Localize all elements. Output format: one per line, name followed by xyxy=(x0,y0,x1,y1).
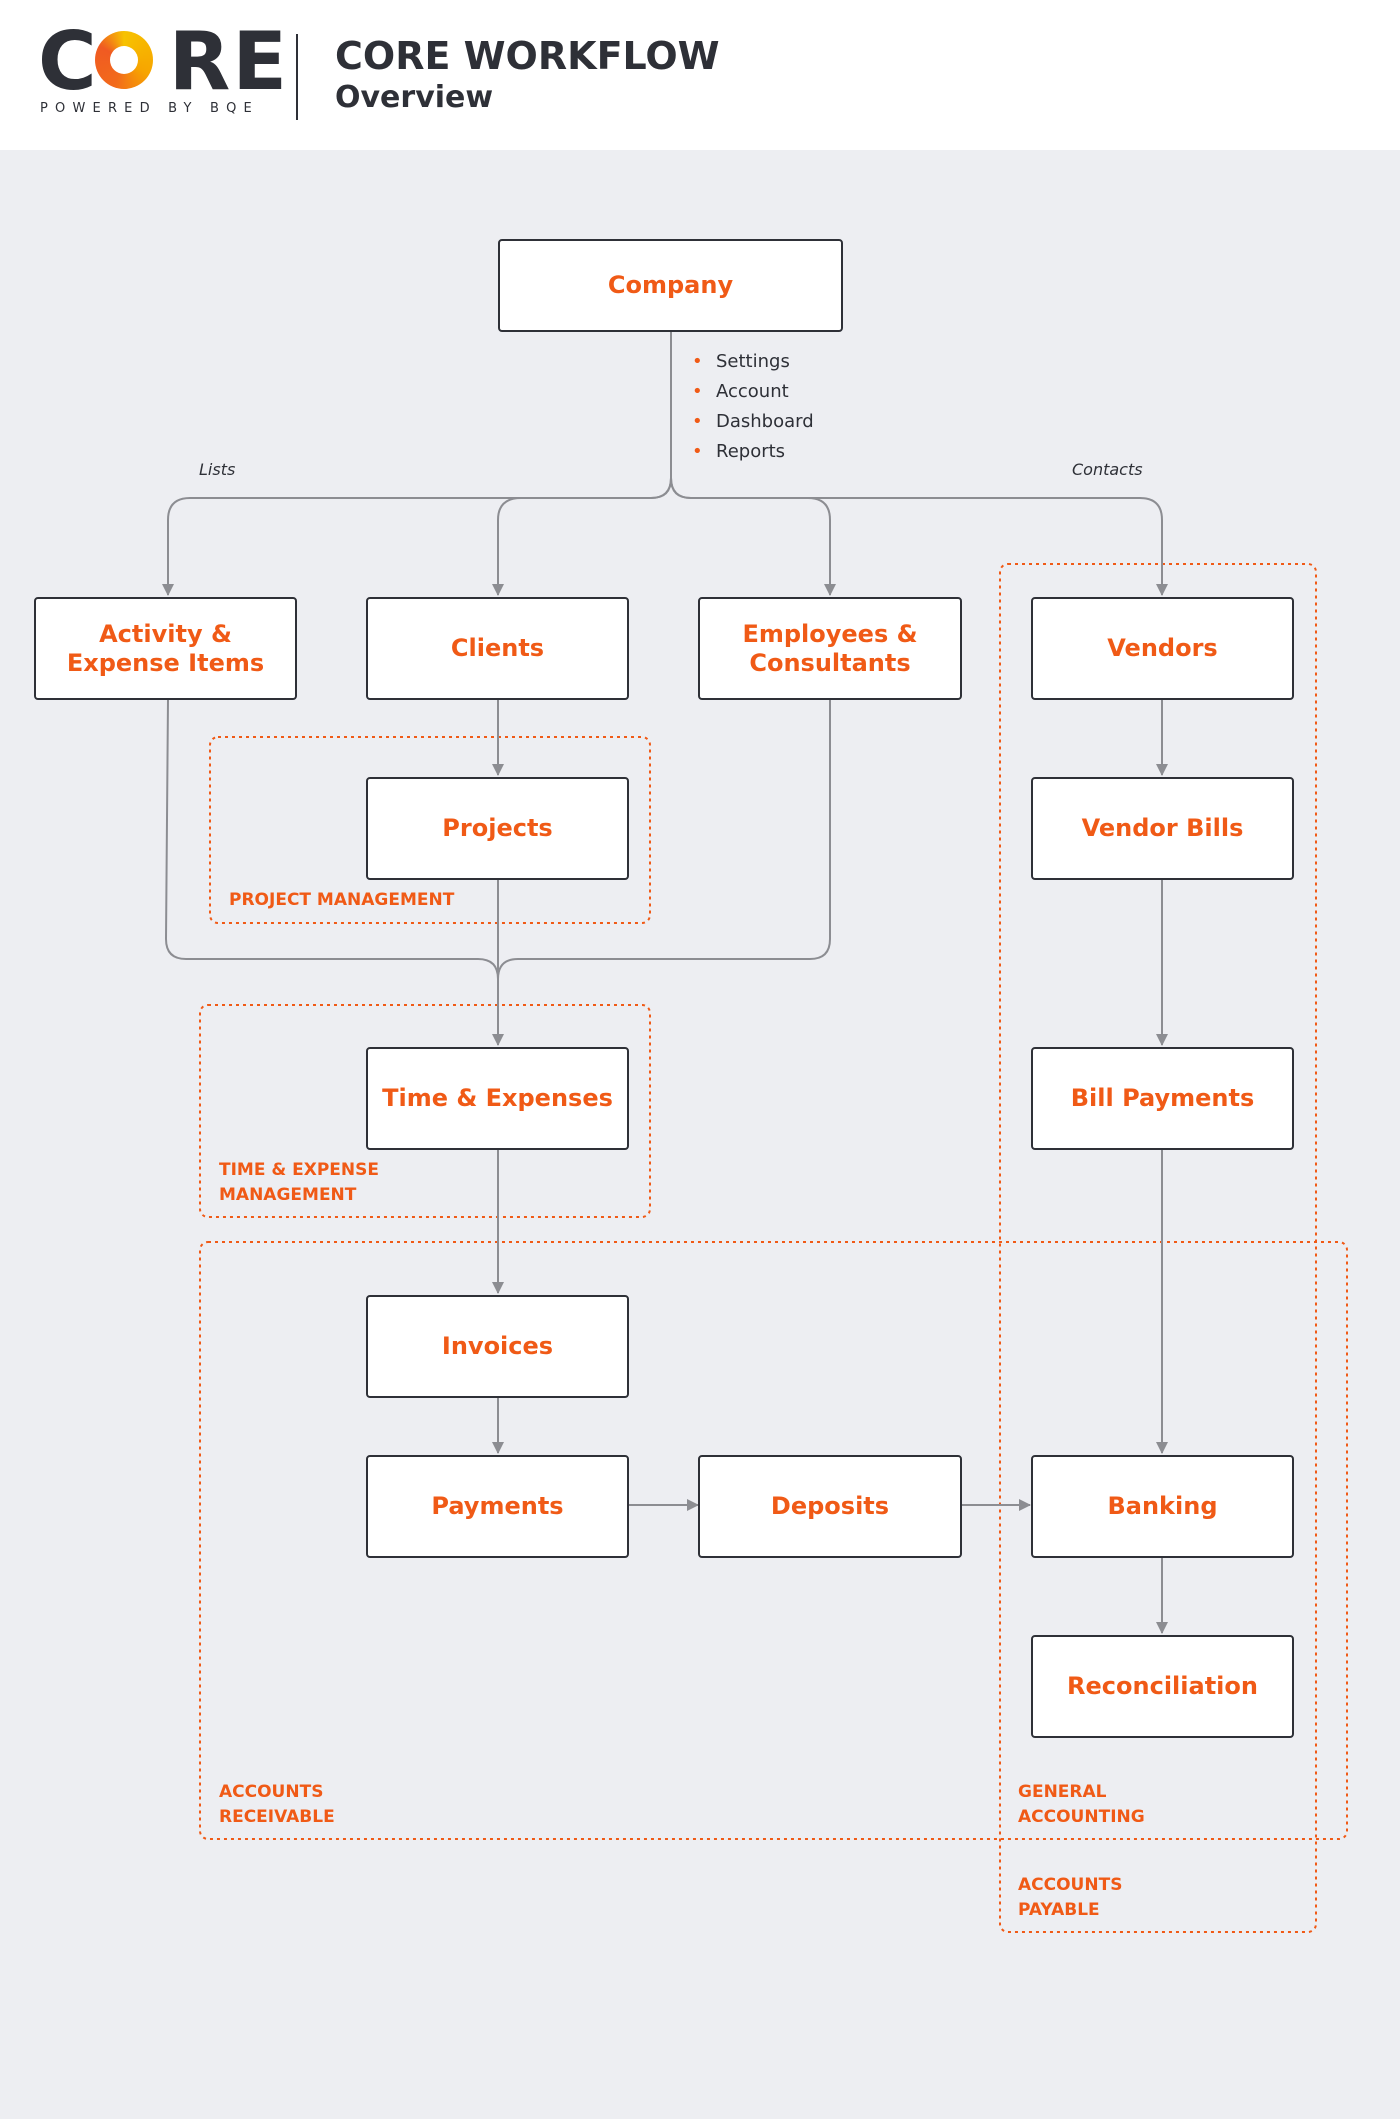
page-header: CORE POWERED BY BQE CORE WORKFLOW Overvi… xyxy=(0,0,1400,150)
bullet-icon: • xyxy=(692,411,703,432)
connector-company-to-vendors xyxy=(670,477,1168,596)
zone-label-time-expense-management: TIME & EXPENSE MANAGEMENT xyxy=(219,1160,379,1205)
connector-employees-merge xyxy=(497,699,831,980)
edge-label-lists: Lists xyxy=(199,460,236,479)
node-bill-payments: Bill Payments xyxy=(1031,1047,1294,1150)
zone-boundary-time-expense-management xyxy=(199,1004,651,1218)
zone-boundary-accounts-payable xyxy=(999,563,1317,1933)
connector-company-to-activity-items xyxy=(162,477,672,596)
node-clients: Clients xyxy=(366,597,629,700)
company-menu-item: •Settings xyxy=(692,347,814,377)
page-title: CORE WORKFLOW xyxy=(335,34,720,78)
zone-label-project-management: PROJECT MANAGEMENT xyxy=(229,890,455,910)
node-projects: Projects xyxy=(366,777,629,880)
node-time-expenses: Time & Expenses xyxy=(366,1047,629,1150)
node-deposits: Deposits xyxy=(698,1455,962,1558)
bullet-icon: • xyxy=(692,351,703,372)
node-invoices: Invoices xyxy=(366,1295,629,1398)
zone-label-general-accounting: GENERAL ACCOUNTING xyxy=(1018,1782,1145,1827)
node-activity-expense-items: Activity &Expense Items xyxy=(34,597,297,700)
page-subtitle: Overview xyxy=(335,80,494,115)
bullet-icon: • xyxy=(692,381,703,402)
connector-company-to-employees xyxy=(670,477,836,596)
connector-company-to-clients xyxy=(492,477,672,596)
connector-activity-items-merge xyxy=(164,698,499,980)
edge-label-contacts: Contacts xyxy=(1072,460,1143,479)
company-menu-item: •Reports xyxy=(692,437,814,467)
bullet-icon: • xyxy=(692,441,703,462)
logo: CORE xyxy=(38,15,289,108)
company-menu: •Settings •Account •Dashboard •Reports xyxy=(692,347,814,467)
node-company: Company xyxy=(498,239,843,332)
node-banking: Banking xyxy=(1031,1455,1294,1558)
zone-boundary-project-management xyxy=(209,736,651,924)
company-menu-item: •Account xyxy=(692,377,814,407)
node-employees-consultants: Employees &Consultants xyxy=(698,597,962,700)
node-payments: Payments xyxy=(366,1455,629,1558)
zone-label-accounts-receivable: ACCOUNTS RECEIVABLE xyxy=(219,1782,335,1827)
zone-label-accounts-payable: ACCOUNTS PAYABLE xyxy=(1018,1875,1123,1920)
node-reconciliation: Reconciliation xyxy=(1031,1635,1294,1738)
header-divider xyxy=(296,34,298,120)
node-vendor-bills: Vendor Bills xyxy=(1031,777,1294,880)
company-menu-item: •Dashboard xyxy=(692,407,814,437)
logo-tagline: POWERED BY BQE xyxy=(40,101,259,116)
node-vendors: Vendors xyxy=(1031,597,1294,700)
logo-play-icon xyxy=(116,49,134,71)
